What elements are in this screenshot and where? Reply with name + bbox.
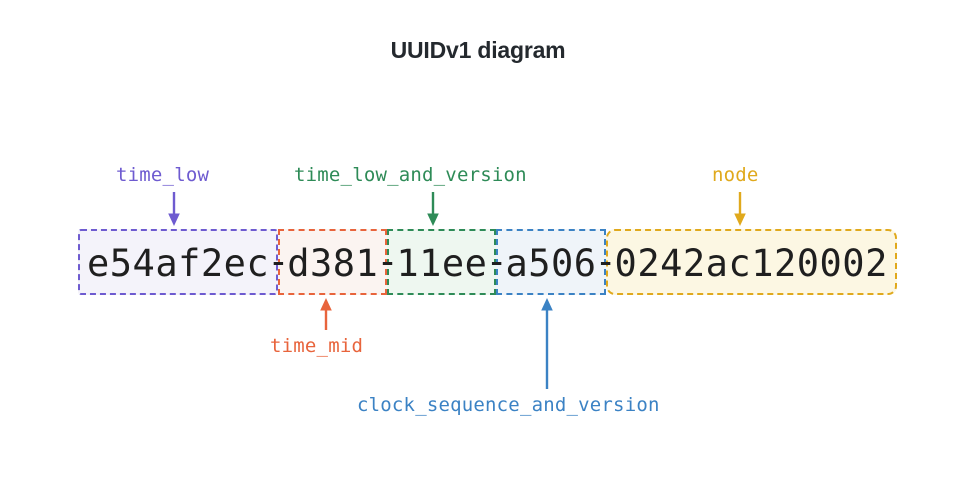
uuid-segment-node: 0242ac120002 <box>605 229 897 295</box>
page-title: UUIDv1 diagram <box>390 37 566 63</box>
label-time-low-and-version: time_low_and_version <box>294 164 527 186</box>
uuid-segment-time-mid: d381 <box>278 229 388 295</box>
arrow-down-time-low-and-version <box>427 192 439 226</box>
arrow-up-clock-sequence-and-version <box>541 298 553 389</box>
arrow-down-node <box>734 192 746 226</box>
uuid-string: e54af2ec - d381 - 11ee - a506 - 0242ac12… <box>78 229 897 295</box>
label-node: node <box>712 164 759 186</box>
uuid-segment-time-low: e54af2ec <box>78 229 279 295</box>
uuid-segment-time-low-and-version: 11ee <box>387 229 497 295</box>
uuid-segment-clock-sequence-and-version: a506 <box>496 229 606 295</box>
label-clock-sequence-and-version: clock_sequence_and_version <box>357 394 660 416</box>
arrow-down-time-low <box>168 192 180 226</box>
label-time-low: time_low <box>116 164 210 186</box>
arrow-up-time-mid <box>320 298 332 330</box>
label-time-mid: time_mid <box>270 335 364 357</box>
